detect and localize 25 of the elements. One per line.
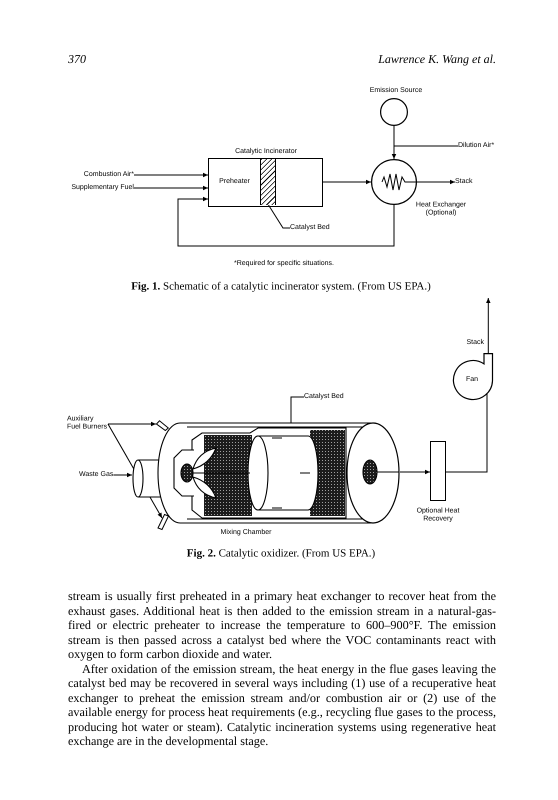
flow-arrow	[416, 180, 456, 184]
figure-caption: Fig. 1. Schematic of a catalytic incinerator system. (From US EPA.)	[131, 280, 431, 294]
heat-recovery-box	[430, 441, 446, 501]
fan-symbol	[453, 353, 494, 400]
flow-arrow	[392, 146, 458, 160]
heat-exchanger-symbol	[371, 159, 417, 205]
flow-arrow	[134, 186, 208, 190]
body-paragraph: After oxidation of the emission stream, the heat energy in the flue gases leaving the catalyst bed may be recovered in several ways including (1) use of a recuperative heat exchanger to preheat the emission stream and/or combustion air or (2) use of the available energy for process heat requirements (e.g., recycling flue gases to the process, producing hot water or steam). Catalytic incineration systems using regenerative heat exchange are in the developmental stage.	[68, 662, 496, 748]
source-circle	[380, 98, 408, 126]
leader-arrow	[108, 424, 162, 518]
page-number: 370	[68, 52, 86, 66]
flow-arrow	[112, 472, 132, 478]
flow-arrow	[134, 172, 208, 178]
leader-line	[268, 204, 290, 228]
flow-arrow	[400, 470, 430, 474]
hatched-catalyst-bed	[260, 159, 276, 205]
incinerator-box	[208, 158, 323, 207]
flow-arrow	[322, 180, 372, 184]
flow-arrow	[178, 196, 394, 246]
running-head: Lawrence K. Wang et al.	[378, 52, 496, 66]
leader-arrow	[108, 422, 156, 426]
body-paragraph: stream is usually first preheated in a primary heat exchanger to recover heat from the exhaust gases. Additional heat is then added to the emission stream in a natural-gas-fired or electric preheater to increase the temperature to 600–900°F. The emission stream is then passed across a catalyst bed where the VOC contaminants react with oxygen to form carbon dioxide and water.	[68, 589, 496, 662]
flow-line	[446, 393, 488, 472]
figure-caption: Fig. 2. Catalytic oxidizer. (From US EPA.)	[186, 548, 376, 560]
flow-arrow	[486, 298, 491, 354]
